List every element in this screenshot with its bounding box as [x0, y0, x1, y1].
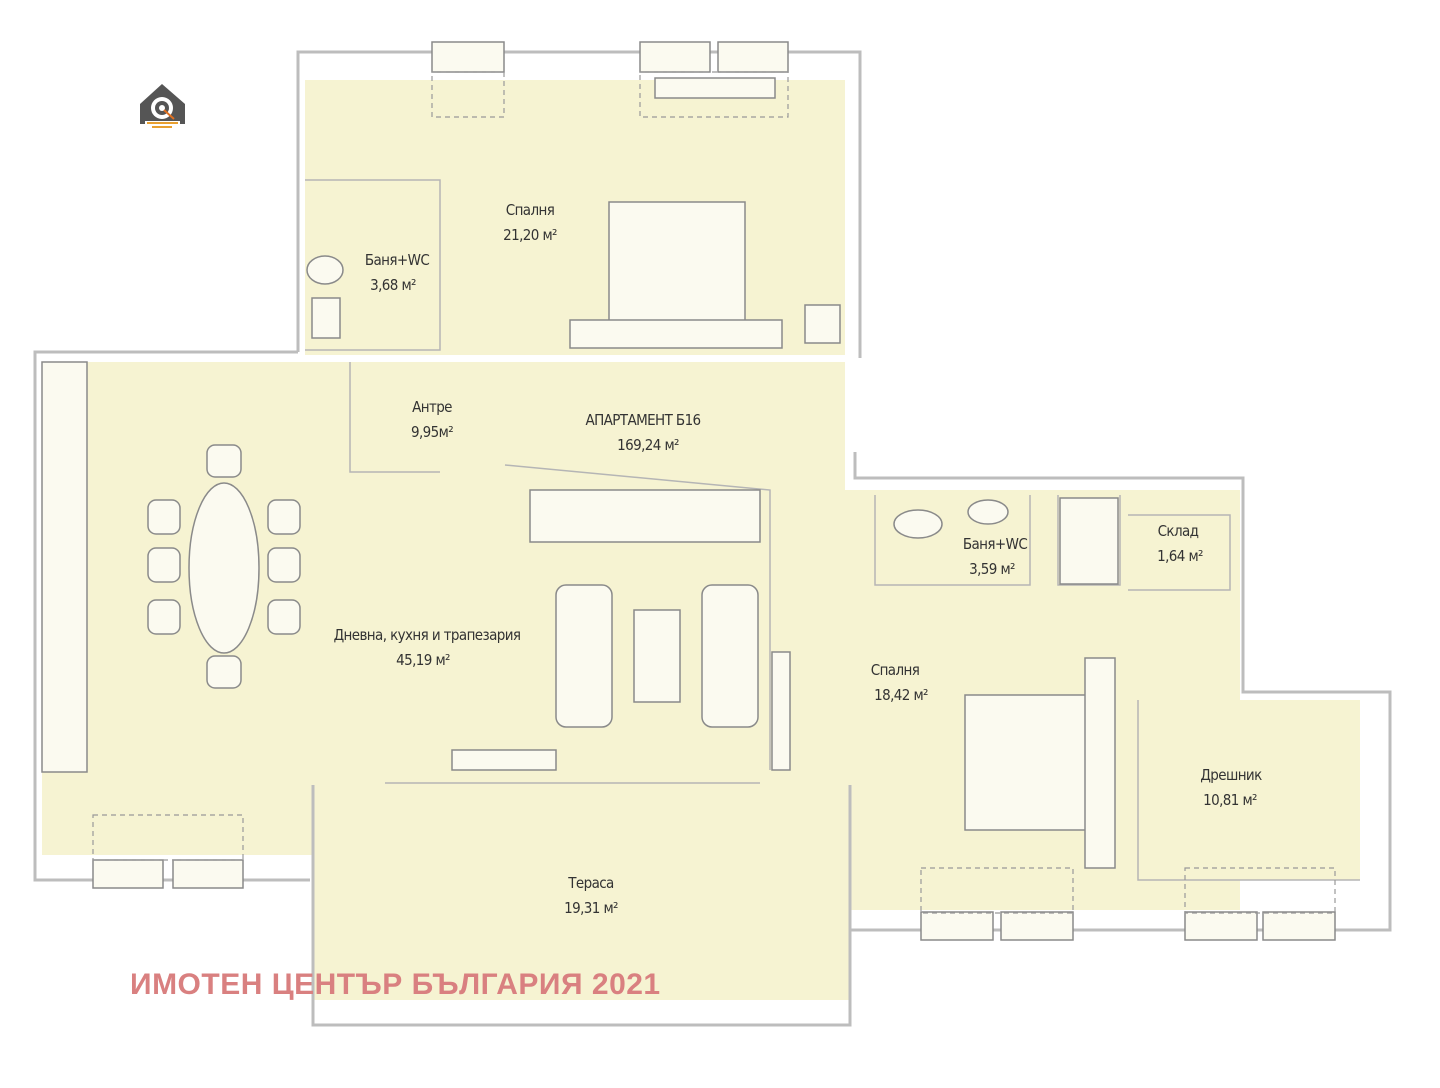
room-area: 1,64 м²	[1157, 547, 1203, 565]
room-area: 18,42 м²	[874, 686, 928, 704]
room-name: Дрешник	[1200, 766, 1262, 784]
room-area: 45,19 м²	[396, 651, 450, 669]
bed	[964, 694, 1106, 831]
walls	[33, 50, 1392, 1027]
room-name: Дневна, кухня и трапезария	[334, 626, 521, 644]
logo-house-target-icon	[140, 84, 185, 129]
room-area: 10,81 м²	[1203, 791, 1257, 809]
room-name: Баня+WC	[963, 535, 1028, 553]
room-area: 21,20 м²	[503, 226, 557, 244]
room-name: Спалня	[871, 661, 920, 679]
coffee-table	[633, 609, 681, 703]
room-area: 9,95м²	[411, 423, 453, 441]
room-name: Антре	[412, 398, 452, 416]
sofa	[555, 584, 613, 728]
room-area: 3,68 м²	[370, 276, 416, 294]
kitchen-counter	[41, 361, 88, 773]
apartment-area: 169,24 м²	[617, 436, 679, 454]
apartment-name: АПАРТАМЕНТ Б16	[585, 411, 700, 429]
room-area: 19,31 м²	[564, 899, 618, 917]
furniture	[41, 77, 1119, 869]
bed	[608, 201, 746, 343]
room-name: Спалня	[506, 201, 555, 219]
room-name: Тераса	[567, 874, 614, 892]
windows	[92, 41, 1336, 941]
room-name: Баня+WC	[365, 251, 430, 269]
room-labels: Спалня 21,20 м² Баня+WC 3,68 м² Антре 9,…	[334, 201, 1263, 917]
room-name: Склад	[1158, 522, 1199, 540]
dining-table	[188, 482, 260, 654]
sofa	[701, 584, 759, 728]
room-area: 3,59 м²	[969, 560, 1015, 578]
watermark: ИМОТЕН ЦЕНТЪР БЪЛГАРИЯ 2021	[130, 968, 661, 1001]
